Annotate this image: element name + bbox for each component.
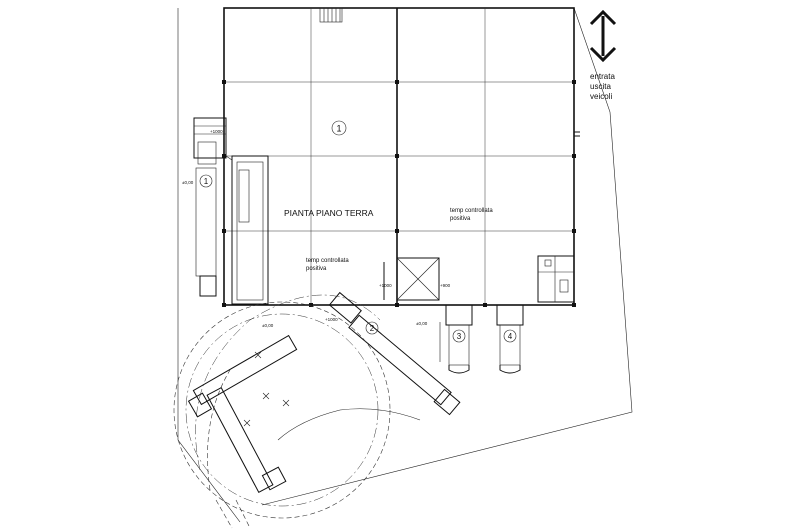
office-block [225,155,269,305]
entrance-label-line1: entrata [590,72,615,81]
entrance-label-line3: veicoli [590,92,612,101]
svg-text:±0,00: ±0,00 [262,323,274,328]
svg-text:+1000: +1000 [379,283,392,288]
zone-label-left-line1: temp controllata [306,258,349,264]
zone-label-right-line1: temp controllata [450,208,493,214]
entrance-arrow-icon [589,9,617,63]
svg-text:+1000: +1000 [325,317,338,322]
marker-dock-3: 3 [452,329,466,343]
svg-text:1: 1 [204,177,209,186]
svg-text:±0,00: ±0,00 [416,321,428,326]
truck-dock-4 [496,304,524,374]
loading-bay [383,257,440,301]
level-annotations: +1000 ±0,00 ±0,00 +1000 +1000 +900 ±0,00 [182,129,451,328]
stair [319,7,343,23]
turning-area [173,294,421,529]
svg-text:3: 3 [457,332,462,341]
zone-label-right-line2: positiva [450,216,471,222]
structural-columns [222,80,576,307]
svg-text:2: 2 [370,324,375,333]
plan-title: PIANTA PIANO TERRA [284,208,374,218]
svg-text:±0,00: ±0,00 [182,180,194,185]
svg-text:+1000: +1000 [210,129,223,134]
service-rooms [537,255,575,303]
entrance-label-line2: uscita [590,82,611,91]
marker-dock-4: 4 [503,329,517,343]
site-boundary [177,7,633,523]
left-loading-dock [193,117,227,297]
svg-text:1: 1 [336,124,341,134]
marker-dock-2: 2 [365,321,379,335]
marker-warehouse: 1 [331,120,347,136]
marker-dock-left: 1 [199,174,213,188]
building-outline [222,7,580,307]
svg-text:+900: +900 [440,283,451,288]
zone-label-left-line2: positiva [306,266,327,272]
svg-text:4: 4 [508,332,513,341]
truck-dock-2 [328,291,461,416]
truck-dock-3 [439,304,473,374]
